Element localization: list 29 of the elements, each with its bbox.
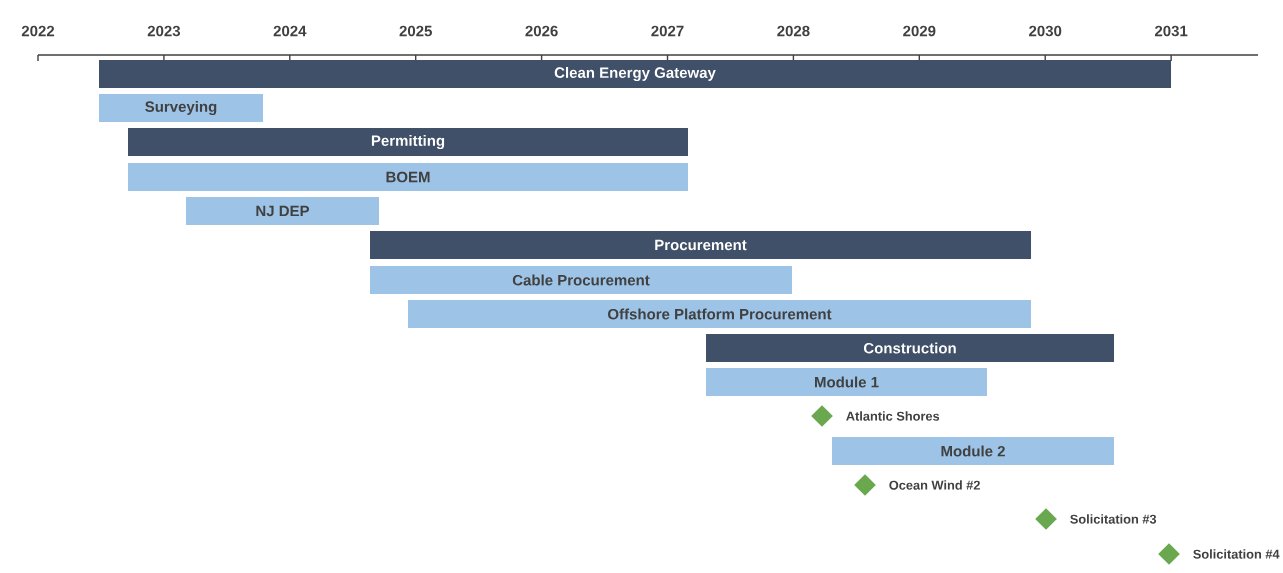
year-label: 2022 — [21, 25, 55, 37]
year-label: 2027 — [651, 25, 684, 37]
year-label: 2029 — [903, 25, 936, 37]
task-bar: Module 2 — [832, 437, 1114, 465]
milestone-diamond — [854, 474, 876, 496]
year-label: 2030 — [1029, 25, 1062, 37]
task-bar: Offshore Platform Procurement — [408, 300, 1031, 328]
phase-bar: Procurement — [370, 231, 1031, 259]
task-bar: NJ DEP — [186, 197, 379, 225]
milestone-diamond — [1158, 543, 1180, 565]
year-label: 2023 — [147, 25, 181, 37]
task-bar: Surveying — [99, 94, 263, 122]
milestone-diamond — [811, 405, 833, 427]
milestone-label: Ocean Wind #2 — [889, 480, 980, 490]
milestone-label: Atlantic Shores — [846, 411, 940, 421]
year-label: 2026 — [525, 25, 558, 37]
phase-bar: Permitting — [128, 128, 688, 156]
milestone-label: Solicitation #3 — [1070, 514, 1157, 524]
year-label: 2025 — [399, 25, 432, 37]
year-label: 2024 — [273, 25, 307, 37]
milestone-label: Solicitation #4 — [1193, 549, 1280, 559]
year-label: 2028 — [777, 25, 810, 37]
milestone-diamond — [1035, 508, 1057, 530]
task-bar: Cable Procurement — [370, 266, 792, 294]
phase-bar: Clean Energy Gateway — [99, 60, 1171, 88]
task-bar: BOEM — [128, 163, 688, 191]
year-label: 2031 — [1154, 25, 1188, 37]
task-bar: Module 1 — [706, 368, 987, 396]
phase-bar: Construction — [706, 334, 1114, 362]
